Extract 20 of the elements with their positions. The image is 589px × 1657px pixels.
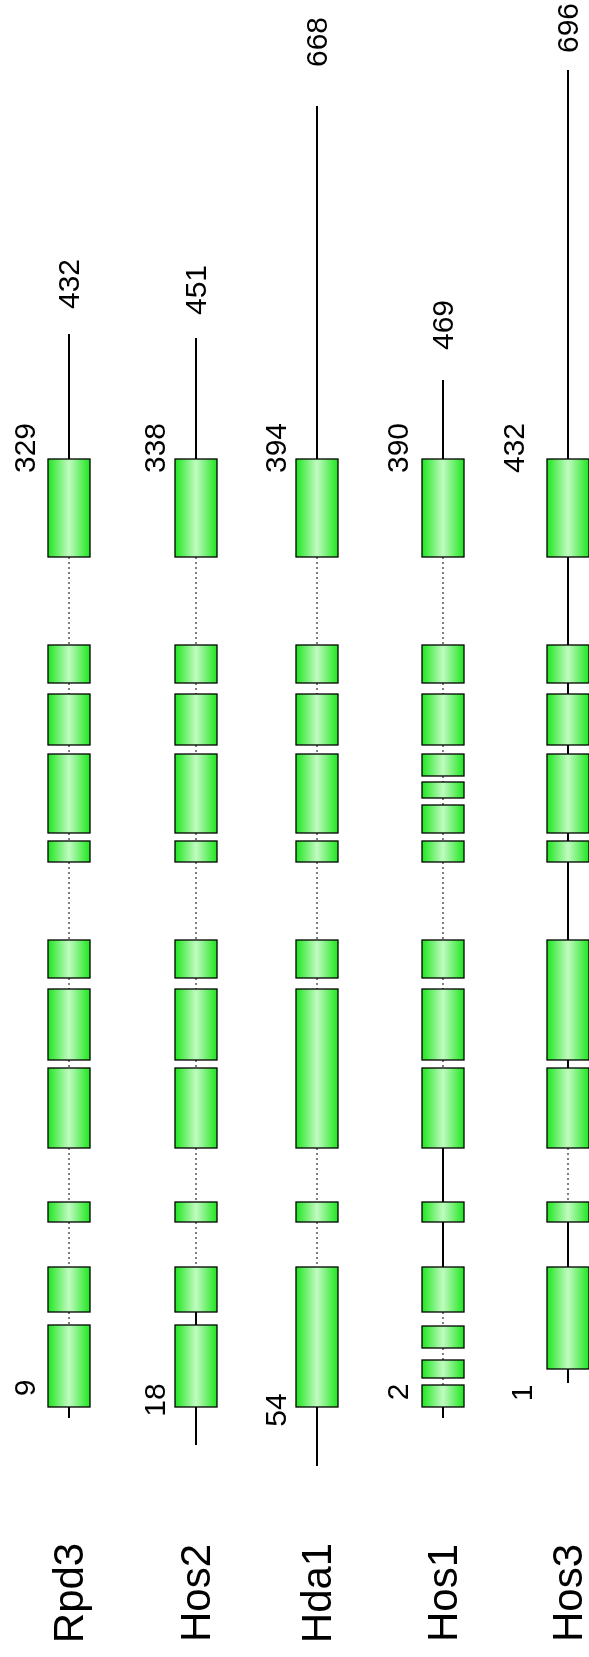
start-residue-number: 18: [140, 1383, 170, 1417]
start-residue-number: 54: [261, 1393, 291, 1427]
start-residue-number: 9: [10, 1379, 40, 1397]
domain-end-number: 338: [140, 422, 170, 474]
domain-end-number: 390: [383, 422, 413, 474]
length-number: 432: [54, 258, 84, 310]
length-number: 469: [428, 299, 458, 351]
length-number: 696: [553, 2, 583, 54]
protein-name: Hos1: [422, 1543, 464, 1643]
protein-name: Hda1: [296, 1542, 338, 1644]
protein-name: Hos2: [175, 1543, 217, 1643]
domain-end-number: 329: [10, 422, 40, 474]
domain-end-number: 394: [261, 422, 291, 474]
length-number: 668: [302, 16, 332, 68]
start-residue-number: 1: [507, 1384, 537, 1402]
domain-end-number: 432: [499, 422, 529, 474]
start-residue-number: 2: [383, 1383, 413, 1401]
protein-name: Hos3: [547, 1543, 589, 1643]
protein-name: Rpd3: [48, 1542, 90, 1644]
length-number: 451: [181, 264, 211, 316]
